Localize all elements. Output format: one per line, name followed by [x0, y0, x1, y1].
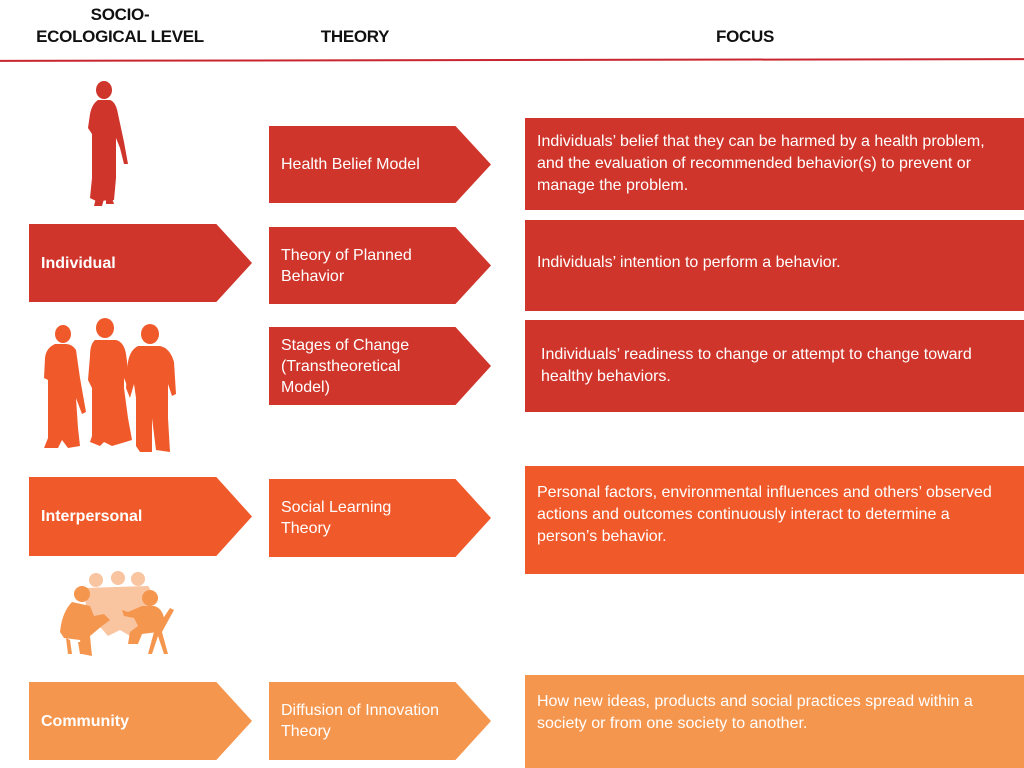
- theory-diffusion-of-innovation: Diffusion of Innovation Theory: [269, 682, 491, 760]
- focus-planned-behavior: Individuals’ intention to perform a beha…: [525, 220, 1024, 311]
- focus-health-belief-model: Individuals’ belief that they can be har…: [525, 118, 1024, 210]
- theory-stages-of-change: Stages of Change (Transtheoretical Model…: [269, 327, 491, 405]
- group-seated-silhouette-icon: [60, 571, 174, 656]
- header-socio-ecological-level: SOCIO- ECOLOGICAL LEVEL: [20, 4, 220, 48]
- focus-text: Individuals’ readiness to change or atte…: [541, 346, 972, 385]
- theory-social-learning: Social Learning Theory: [269, 479, 491, 557]
- theory-health-belief-model: Health Belief Model: [269, 126, 491, 203]
- header-divider: [0, 58, 1024, 62]
- focus-stages-of-change: Individuals’ readiness to change or atte…: [525, 320, 1024, 412]
- level-individual: Individual: [29, 224, 252, 302]
- level-label-individual: Individual: [41, 254, 116, 272]
- theory-label: Social Learning Theory: [281, 499, 392, 537]
- focus-text: Individuals’ intention to perform a beha…: [537, 254, 841, 271]
- single-person-silhouette-icon: [88, 81, 128, 206]
- focus-text: Personal factors, environmental influenc…: [537, 484, 992, 545]
- theory-planned-behavior: Theory of Planned Behavior: [269, 227, 491, 304]
- header-focus: FOCUS: [715, 27, 774, 46]
- theory-label: Diffusion of Innovation Theory: [281, 702, 440, 740]
- theory-label: Stages of Change (Transtheoretical Model…: [281, 336, 410, 396]
- focus-social-learning: Personal factors, environmental influenc…: [525, 466, 1024, 574]
- header-level-line1: SOCIO-: [90, 5, 150, 24]
- theory-label: Health Belief Model: [281, 156, 420, 173]
- focus-diffusion-of-innovation: How new ideas, products and social pract…: [525, 675, 1024, 768]
- header-theory: THEORY: [320, 27, 390, 46]
- level-label-interpersonal: Interpersonal: [41, 508, 143, 525]
- level-label-community: Community: [41, 712, 129, 730]
- level-community: Community: [29, 682, 252, 760]
- level-interpersonal: Interpersonal: [29, 477, 252, 556]
- header-level-line2: ECOLOGICAL LEVEL: [36, 27, 204, 46]
- focus-text: How new ideas, products and social pract…: [537, 693, 973, 732]
- three-people-silhouette-icon: [44, 318, 176, 452]
- focus-text: Individuals’ belief that they can be har…: [537, 133, 985, 194]
- theory-label: Theory of Planned Behavior: [281, 246, 412, 285]
